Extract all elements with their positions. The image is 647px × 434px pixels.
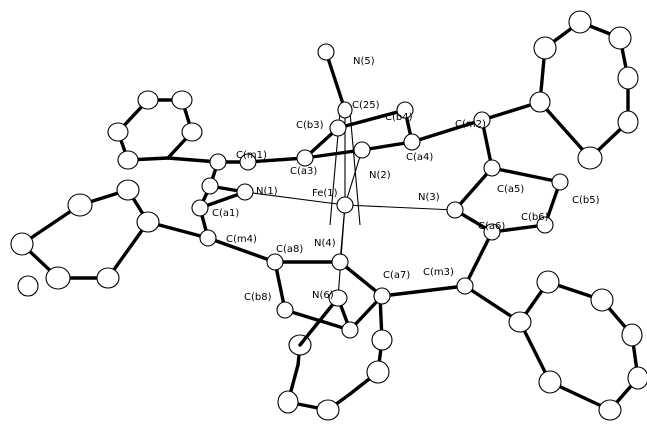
atom-ca6 (483, 223, 501, 241)
label-c25: C(25) (352, 100, 380, 111)
label-ca1: C(a1) (212, 208, 239, 219)
atom-cb5 (551, 173, 569, 191)
atom-n5 (317, 43, 335, 61)
phenyl-ring-top-right (480, 10, 639, 170)
atom-n4 (331, 253, 349, 271)
atom-cb3 (329, 119, 347, 137)
atom-n2 (353, 141, 371, 159)
atom-cb8 (276, 301, 294, 319)
label-ca6: C(a6) (478, 221, 505, 232)
phenyl-ring-bottom-right (463, 270, 647, 421)
phenyl-ring-left (10, 179, 210, 297)
atom-ca3 (296, 149, 314, 167)
atom-ca7 (373, 287, 391, 305)
label-cm1: C(m1) (236, 150, 267, 161)
atom-n3 (446, 201, 464, 219)
label-cb4: C(b4) (385, 112, 413, 123)
label-ca7: C(a7) (383, 270, 410, 281)
label-n4: N(4) (314, 238, 336, 249)
label-n6: N(6) (312, 290, 334, 301)
label-n5: N(5) (353, 56, 375, 67)
atom-ca2 (201, 177, 219, 195)
label-cm2: C(m2) (455, 119, 486, 130)
label-cb6: C(b6) (521, 212, 549, 223)
label-ca5: C(a5) (497, 184, 524, 195)
atom-ca8 (266, 253, 284, 271)
label-cm3: C(m3) (423, 267, 454, 278)
atom-labels: N(5) C(25) C(b3) C(b4) C(m2) C(m1) C(a3)… (212, 56, 600, 303)
atom-cm4 (199, 229, 217, 247)
label-cb8: C(b8) (244, 292, 272, 303)
label-n3: N(3) (418, 192, 440, 203)
atom-cm3 (456, 277, 474, 295)
atom-c-phenyl-link (209, 153, 227, 171)
atom-cm2 (473, 111, 491, 129)
atom-fe1 (336, 196, 354, 214)
atom-ca5 (483, 159, 501, 177)
atom-cb6 (536, 216, 554, 234)
label-n2: N(2) (369, 170, 391, 181)
atom-cb4 (396, 101, 414, 119)
label-cb5: C(b5) (572, 195, 600, 206)
atom-n6 (328, 289, 348, 307)
label-ca4: C(a4) (406, 152, 433, 163)
label-n1: N(1) (256, 186, 278, 197)
atom-ca4 (403, 133, 421, 151)
porphyrin-core (198, 108, 562, 332)
label-ca3: C(a3) (290, 166, 317, 177)
label-fe1: Fe(1) (312, 188, 338, 199)
atom-cm1 (239, 153, 257, 171)
atom-cb7 (341, 321, 359, 339)
label-cb3: C(b3) (296, 120, 324, 131)
core-atoms (191, 43, 569, 339)
phenyl-ring-top-left (107, 90, 220, 170)
atom-n1 (236, 183, 254, 201)
label-ca8: C(a8) (276, 244, 303, 255)
atom-c25 (337, 101, 353, 119)
atom-ca1 (191, 199, 209, 217)
label-cm4: C(m4) (226, 234, 257, 245)
